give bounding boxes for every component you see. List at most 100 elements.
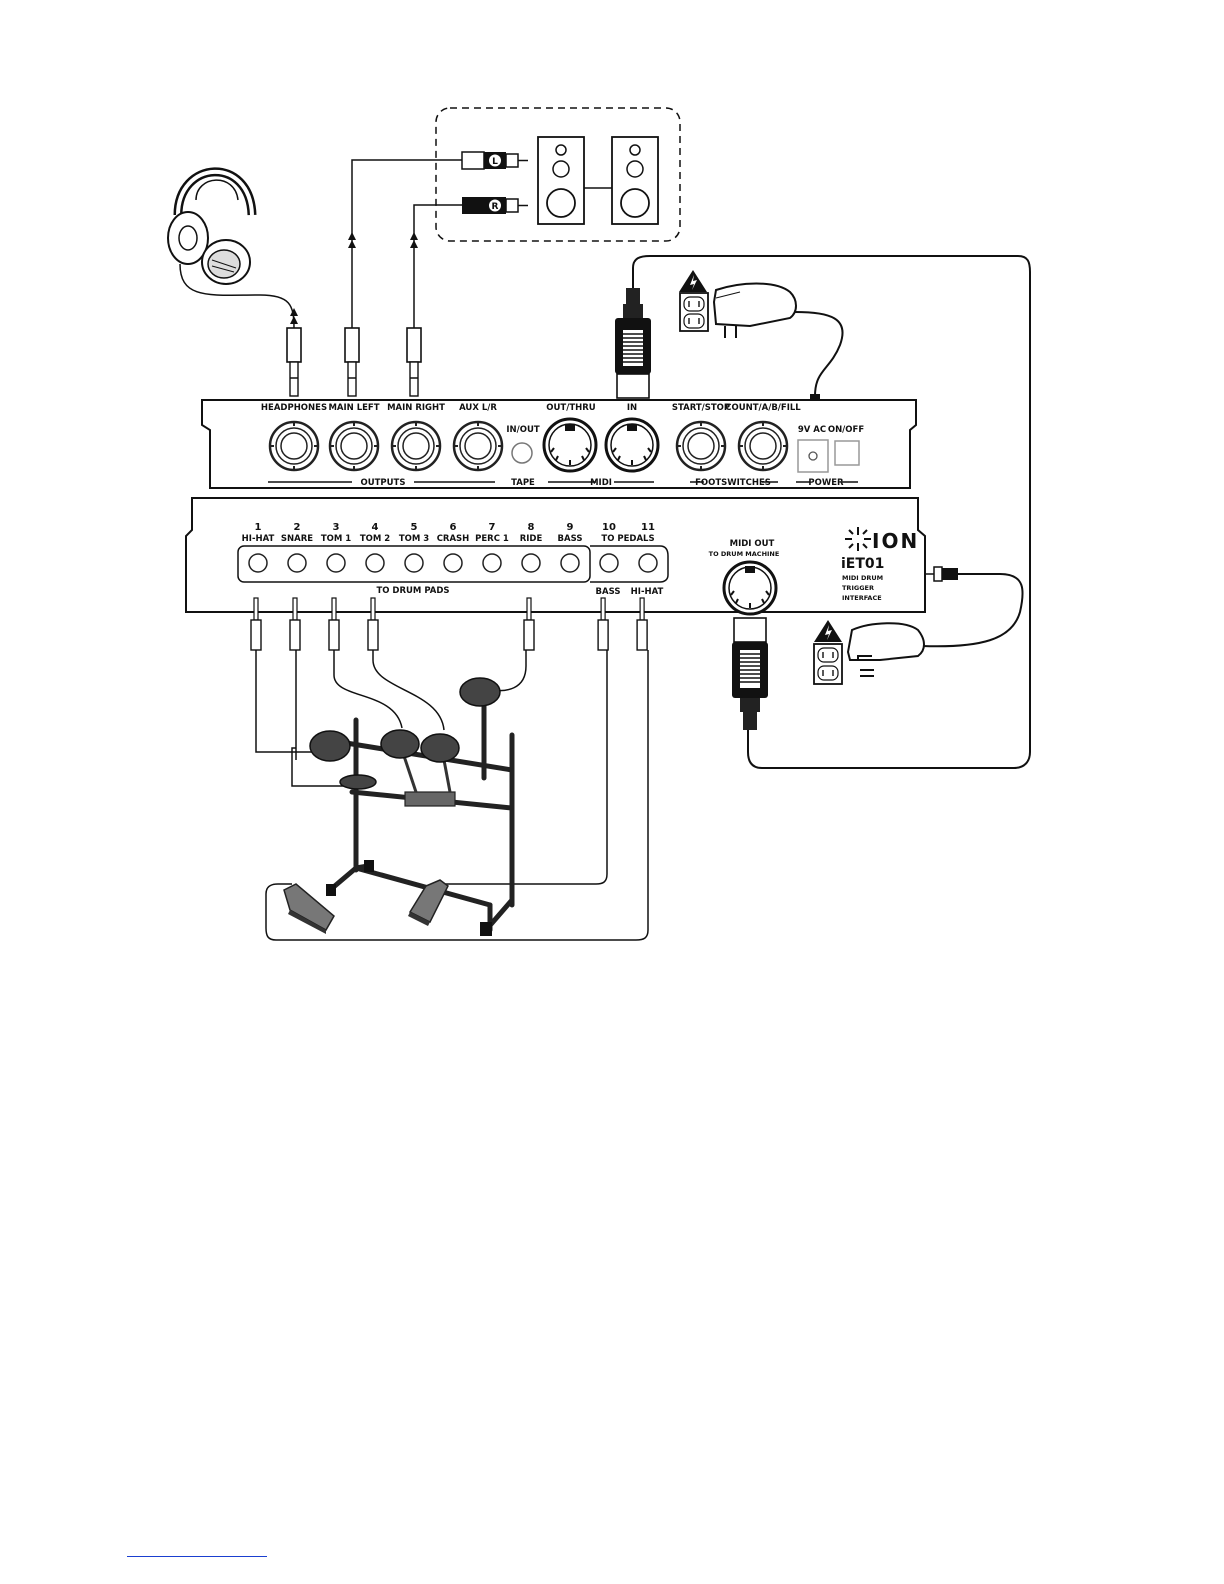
input-label: TOM 2 (360, 534, 390, 544)
trigger-plug-icon (289, 597, 301, 651)
cable-headphones (179, 263, 295, 329)
description-line-2: TRIGGER (842, 584, 874, 592)
warning-icon-lower (814, 620, 842, 642)
input-jack[interactable] (560, 553, 580, 573)
cable-pad-snare (291, 650, 360, 787)
cable-pad-tom2 (372, 650, 445, 731)
midi-plug-out-icon (732, 617, 768, 730)
ion-logo: ION (845, 527, 919, 553)
label-count: COUNT/A/B/FILL (725, 403, 801, 413)
trigger-plug-icon (636, 597, 648, 651)
input-jack[interactable] (443, 553, 463, 573)
pad-hihat (309, 730, 351, 762)
input-jack[interactable] (365, 553, 385, 573)
input-jack[interactable] (248, 553, 268, 573)
input-number: 4 (372, 522, 379, 533)
on-off-switch[interactable] (834, 440, 860, 466)
label-out-thru: OUT/THRU (546, 403, 595, 413)
label-midi-in: IN (627, 403, 637, 413)
input-jack[interactable] (521, 553, 541, 573)
pad-ride (459, 677, 501, 707)
drum-pads-bracket (237, 545, 591, 583)
wall-outlet-icon (679, 292, 709, 332)
speaker-left-icon (537, 136, 585, 225)
trigger-plug-icon (597, 597, 609, 651)
group-power: POWER (808, 478, 844, 488)
description-line-3: INTERFACE (842, 594, 882, 602)
cable-side-power (921, 573, 1024, 648)
input-number: 8 (528, 522, 535, 533)
jack-headphones[interactable] (268, 420, 320, 472)
pedals-bracket (590, 545, 669, 583)
lower-plugs (250, 597, 648, 651)
description-line-1: MIDI DRUM (842, 574, 883, 582)
input-label: BASS (558, 534, 583, 544)
speakers-dashed-box (435, 107, 681, 242)
input-label: RIDE (520, 534, 543, 544)
cable-main-left (351, 159, 462, 328)
plug-main-left-icon (344, 327, 360, 397)
input-number: 9 (567, 522, 574, 533)
input-number: 6 (450, 522, 457, 533)
headphones-icon (167, 167, 257, 285)
pedal-hihat-icon (283, 883, 335, 934)
jack-main-right[interactable] (390, 420, 442, 472)
jack-main-left[interactable] (328, 420, 380, 472)
midi-out-thru-port[interactable] (542, 417, 598, 473)
midi-plug-in-icon (615, 288, 651, 399)
input-label: TOM 3 (399, 534, 429, 544)
input-jack[interactable] (326, 553, 346, 573)
pad-snare (339, 774, 377, 790)
power-socket[interactable] (797, 439, 829, 473)
plug-main-right-icon (406, 327, 422, 397)
midi-out-port[interactable] (722, 560, 778, 616)
input-number: 2 (294, 522, 301, 533)
input-number: 7 (489, 522, 496, 533)
label-pedal-hihat: HI-HAT (631, 587, 664, 597)
warning-icon (679, 270, 707, 292)
label-headphones: HEADPHONES (261, 403, 327, 413)
cable-midi-in (632, 255, 1031, 769)
trigger-plug-icon (523, 597, 535, 651)
jack-tape[interactable] (511, 442, 533, 464)
rca-left-marker: L (492, 157, 498, 167)
label-to-drum-pads: TO DRUM PADS (376, 586, 449, 596)
drum-kit-icon (255, 650, 649, 941)
input-jack[interactable] (287, 553, 307, 573)
rca-plug-left-icon: L (461, 151, 528, 170)
jack-aux[interactable] (452, 420, 504, 472)
input-label: PERC 1 (475, 534, 509, 544)
label-start-stop: START/STOP (672, 403, 730, 413)
midi-in-port[interactable] (604, 417, 660, 473)
cable-pedal-bass (445, 650, 608, 885)
jack-count[interactable] (737, 420, 789, 472)
label-main-left: MAIN LEFT (328, 403, 379, 413)
input-jack[interactable] (404, 553, 424, 573)
input-number: 5 (411, 522, 418, 533)
label-9v-ac: 9V AC (798, 425, 826, 435)
input-label: TOM 1 (321, 534, 351, 544)
pad-tom2 (420, 733, 460, 763)
input-jack[interactable] (599, 553, 619, 573)
jack-start-stop[interactable] (675, 420, 727, 472)
input-label: CRASH (437, 534, 470, 544)
model-name: iET01 (841, 556, 884, 572)
pedal-bass-icon (408, 879, 449, 926)
input-jack[interactable] (638, 553, 658, 573)
pad-tom1 (380, 729, 420, 759)
brand-name: ION (872, 529, 919, 553)
input-number: 11 (641, 522, 655, 533)
label-to-drum-machine: TO DRUM MACHINE (709, 550, 780, 558)
label-pedal-bass: BASS (596, 587, 621, 597)
input-jack[interactable] (482, 553, 502, 573)
ion-star-icon (845, 527, 871, 551)
rca-plug-right-icon: R (462, 197, 528, 214)
group-midi: MIDI (590, 478, 612, 488)
label-midi-out: MIDI OUT (730, 539, 775, 549)
cable-pedal-hihat (265, 650, 649, 941)
input-number: 10 (602, 522, 616, 533)
plug-headphones-icon (286, 327, 302, 397)
